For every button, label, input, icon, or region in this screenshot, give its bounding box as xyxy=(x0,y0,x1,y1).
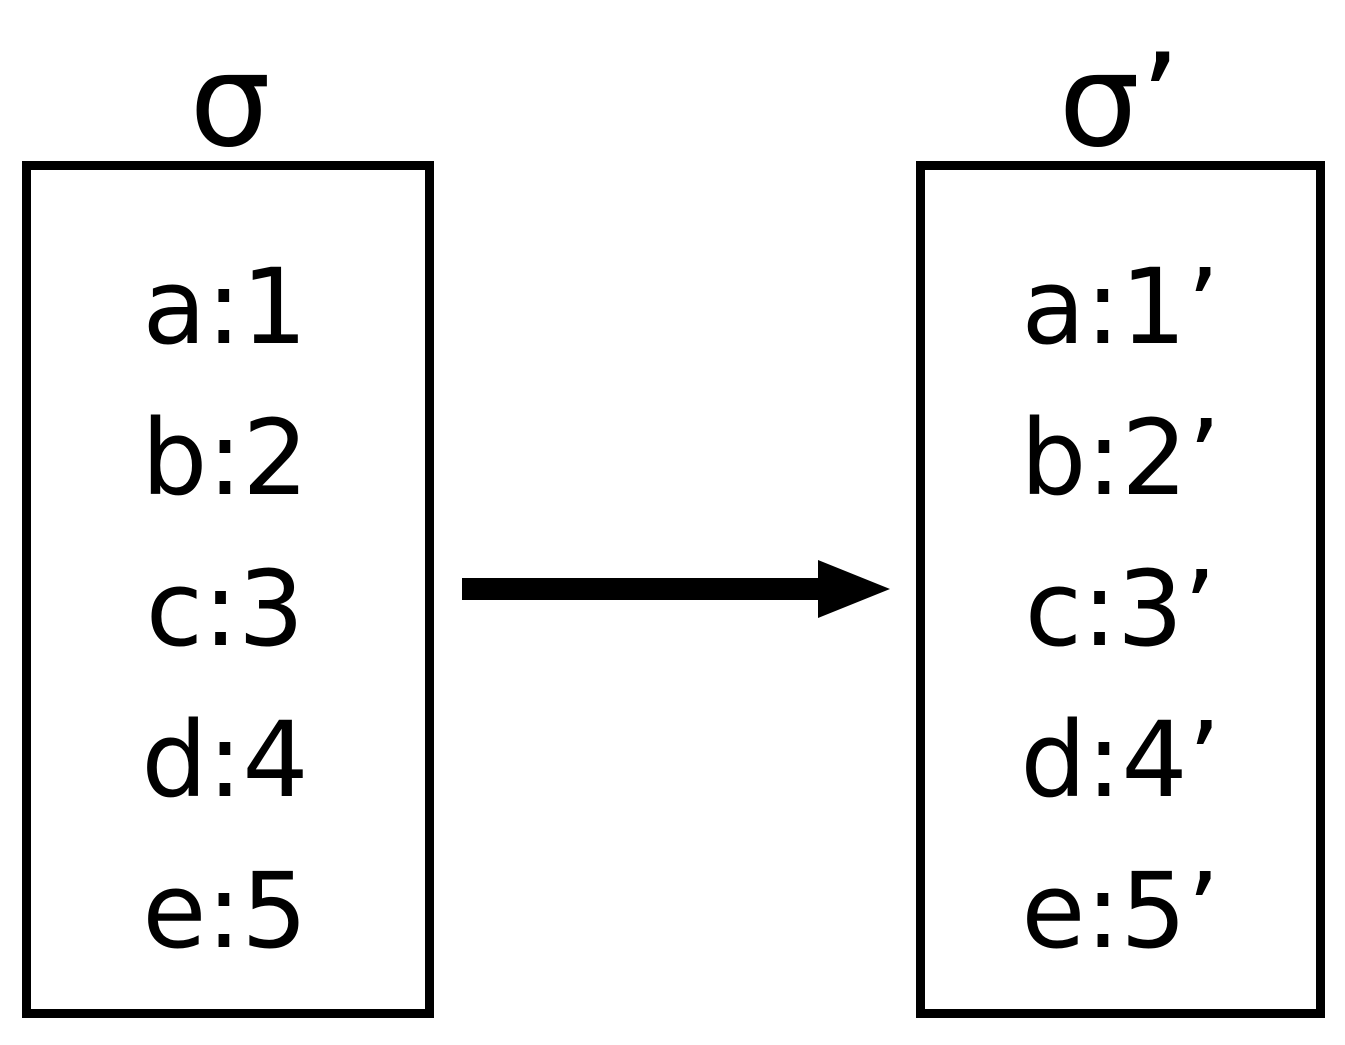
binding-row: d:4’ xyxy=(1020,698,1221,821)
binding-row: a:1’ xyxy=(1021,245,1220,368)
store-label-sigma-prime: σ’ xyxy=(1058,27,1181,176)
store-group-sigma: σ a:1 b:2 c:3 d:4 e:5 xyxy=(0,0,460,1045)
binding-row: c:3 xyxy=(145,547,305,670)
binding-row: e:5 xyxy=(142,849,308,972)
transition-arrow-icon xyxy=(462,560,890,618)
store-group-sigma-prime: σ’ a:1’ b:2’ c:3’ d:4’ e:5’ xyxy=(894,0,1345,1045)
binding-list-sigma: a:1 b:2 c:3 d:4 e:5 xyxy=(31,231,425,986)
binding-row: b:2 xyxy=(141,396,309,519)
store-box-sigma: a:1 b:2 c:3 d:4 e:5 xyxy=(22,161,434,1018)
binding-row: e:5’ xyxy=(1021,849,1220,972)
store-label-sigma: σ xyxy=(189,27,271,176)
store-box-sigma-prime: a:1’ b:2’ c:3’ d:4’ e:5’ xyxy=(916,161,1325,1018)
binding-list-sigma-prime: a:1’ b:2’ c:3’ d:4’ e:5’ xyxy=(925,231,1316,986)
binding-row: d:4 xyxy=(141,698,309,821)
binding-row: a:1 xyxy=(142,245,308,368)
binding-row: c:3’ xyxy=(1024,547,1217,670)
binding-row: b:2’ xyxy=(1020,396,1221,519)
